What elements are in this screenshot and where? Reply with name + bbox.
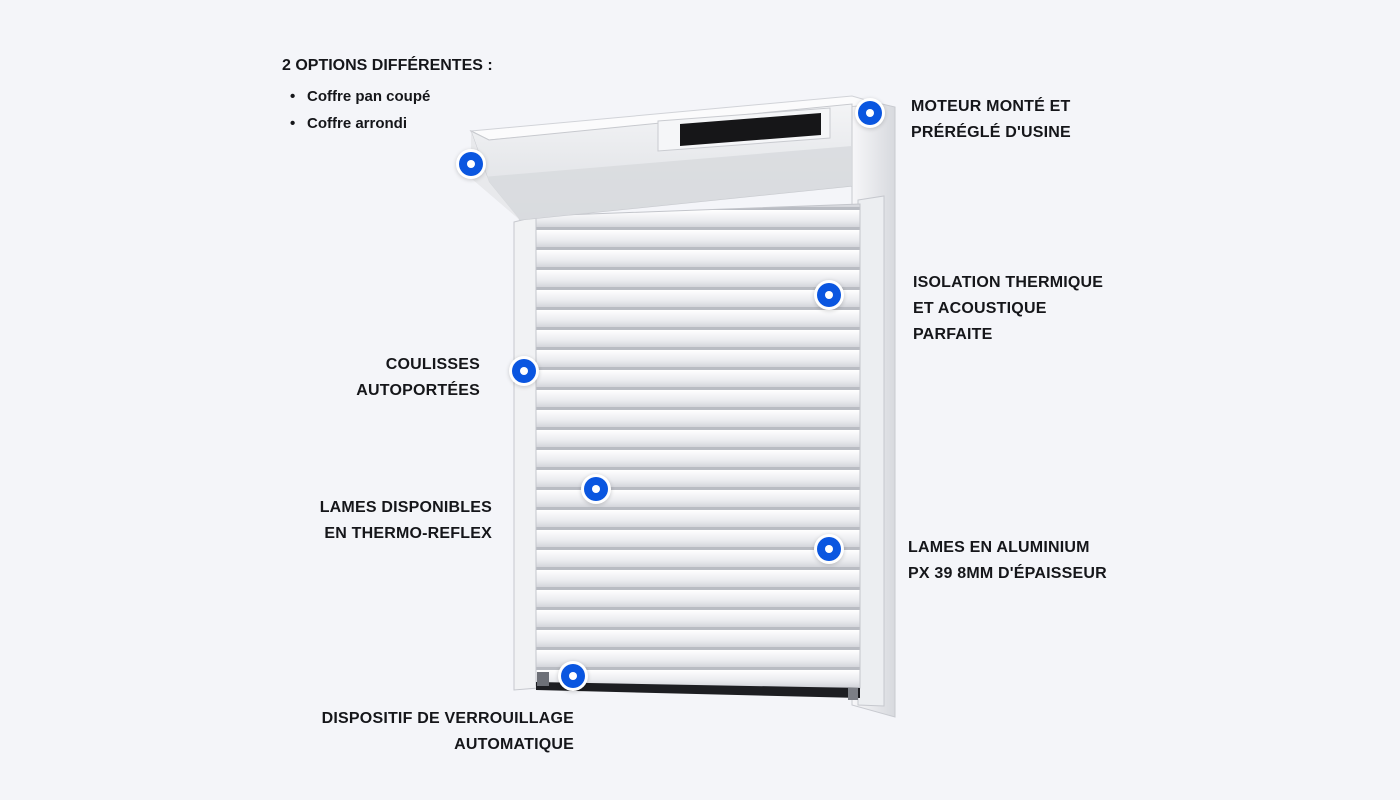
hotspot-verrouillage[interactable] [558,661,588,691]
options-title: 2 OPTIONS DIFFÉRENTES : [282,57,493,74]
lock-device [537,672,549,686]
guide-rail-right [857,195,885,707]
guide-rail-left [513,215,539,691]
hotspot-lames-alu[interactable] [814,534,844,564]
bottom-bar [536,682,860,698]
hotspot-isolation[interactable] [814,280,844,310]
options-list: Coffre pan coupé Coffre arrondi [290,83,430,137]
label-coulisses: COULISSES AUTOPORTÉES [356,356,480,399]
solar-panel [680,113,821,146]
label-lames-thermo: LAMES DISPONIBLES EN THERMO-REFLEX [319,499,492,542]
hotspot-lames-thermo[interactable] [581,474,611,504]
option-item-arrondi: Coffre arrondi [290,110,430,137]
hotspot-coulisses[interactable] [509,356,539,386]
label-moteur: MOTEUR MONTÉ ET PRÉRÉGLÉ D'USINE [911,98,1071,141]
slat-curtain [536,204,860,688]
label-verrouillage: DISPOSITIF DE VERROUILLAGE AUTOMATIQUE [321,710,574,753]
option-item-pan-coupe: Coffre pan coupé [290,83,430,110]
label-isolation: ISOLATION THERMIQUE ET ACOUSTIQUE PARFAI… [913,274,1104,343]
hotspot-coffre[interactable] [456,149,486,179]
label-lames-alu: LAMES EN ALUMINIUM PX 39 8MM D'ÉPAISSEUR [908,539,1107,582]
box-chamfer [471,146,852,220]
hotspot-moteur[interactable] [855,98,885,128]
